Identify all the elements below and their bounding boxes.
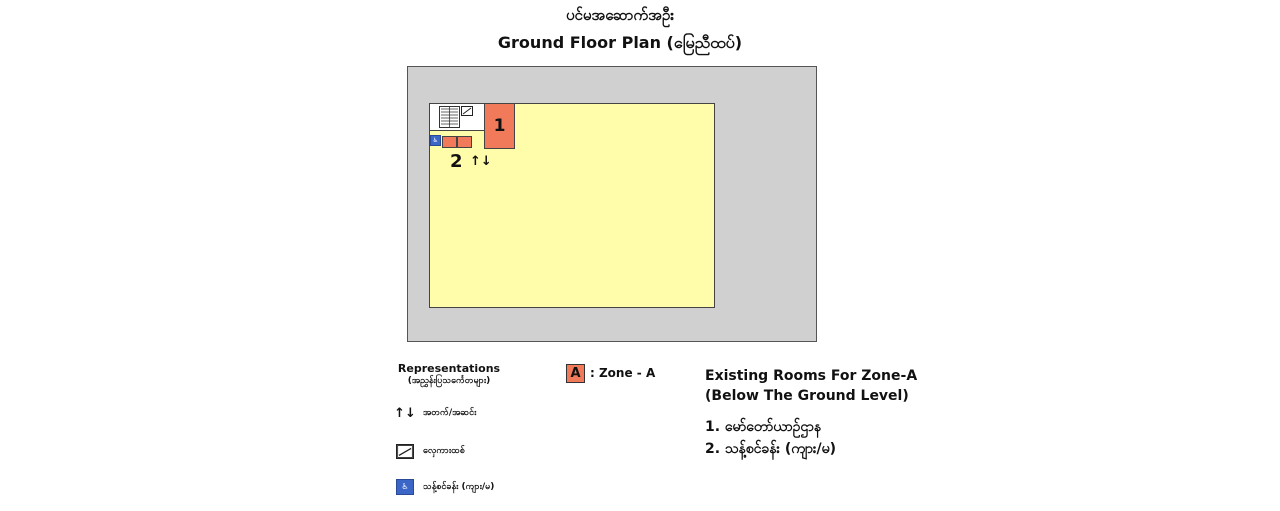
title-myanmar: ပင်မအဆောက်အဦး [565, 6, 675, 24]
staircase-icon [439, 106, 460, 128]
restroom-zone-a-right [457, 136, 472, 148]
zone-a-symbol: A [566, 364, 585, 383]
existing-room-item: 2. သန့်စင်ခန်း (ကျား/မ) [705, 441, 837, 457]
lift-icon [461, 106, 473, 116]
existing-rooms-heading-line1: Existing Rooms For Zone-A [705, 368, 918, 384]
legend-item-label: သန့်စင်ခန်း (ကျား/မ) [423, 481, 495, 492]
legend-item-label: အတက်/အဆင်း [423, 407, 477, 418]
up-down-arrows: ↑↓ [470, 154, 492, 169]
legend-title-mm: (အညွှန်းပြသင်္ကေတများ) [407, 376, 491, 386]
up-down-arrow-icon: ↑↓ [394, 405, 416, 421]
zone-a-label: : Zone - A [590, 366, 656, 380]
existing-rooms-heading: Existing Rooms For Zone-A (Below The Gro… [705, 366, 917, 406]
building-floor [429, 103, 715, 308]
legend-item-lift: လှေကားထစ် [395, 442, 465, 460]
restroom-icon: ♿ [430, 135, 441, 146]
legend-item-arrows: ↑↓ အတက်/အဆင်း [394, 404, 477, 422]
legend-item-restroom: ♿ သန့်စင်ခန်း (ကျား/မ) [395, 478, 494, 496]
room-1-zone-a: 1 [484, 103, 515, 149]
room-2-label: 2 [450, 151, 463, 172]
existing-room-item: 1. မော်တော်ယာဉ်ဌာန [705, 419, 822, 435]
legend-item-label: လှေကားထစ် [423, 445, 465, 456]
legend-title-en: Representations [397, 362, 501, 375]
restroom-zone-a-left [442, 136, 457, 148]
existing-rooms-heading-line2: (Below The Ground Level) [705, 388, 909, 404]
restroom-icon: ♿ [396, 479, 414, 495]
legend-title: Representations (အညွှန်းပြသင်္ကေတများ) [388, 362, 510, 388]
title-english: Ground Floor Plan (မြေညီထပ်) [497, 33, 743, 52]
lift-icon [396, 443, 414, 459]
